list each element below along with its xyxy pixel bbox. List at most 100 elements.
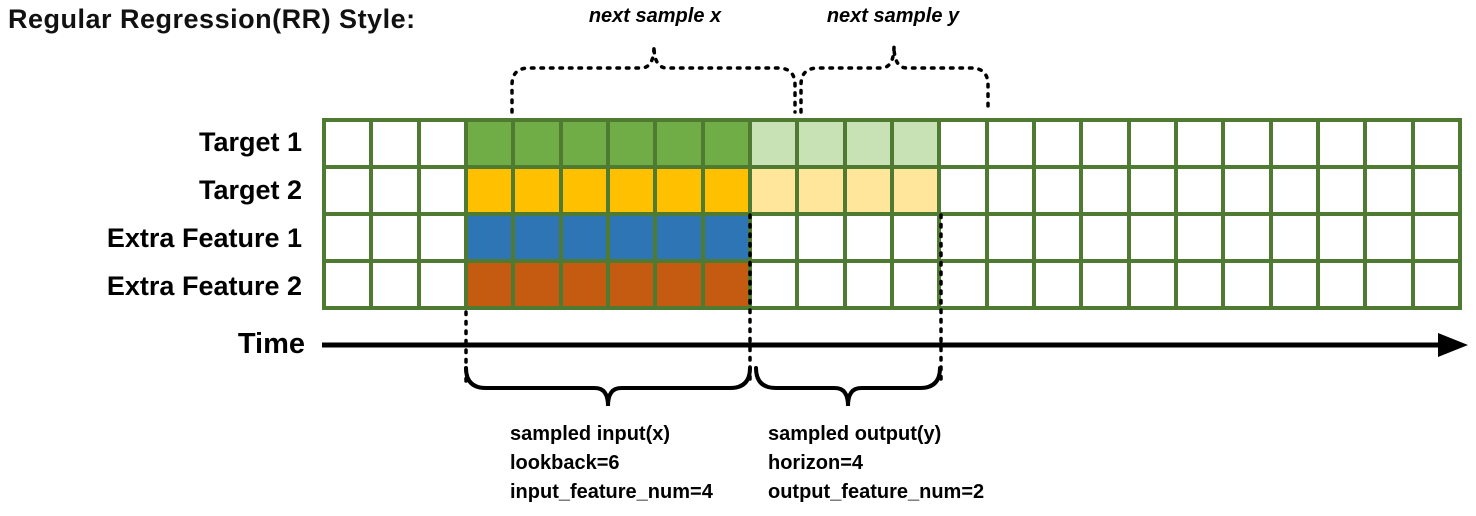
grid-cell: [1130, 263, 1174, 306]
grid-cell: [988, 216, 1032, 259]
grid-cell: [704, 122, 748, 165]
sampled-output-line-3: output_feature_num=2: [768, 481, 985, 503]
grid-cell: [326, 216, 370, 259]
grid-cell: [751, 169, 796, 212]
grid-cell: [1319, 263, 1364, 306]
grid-cell: [420, 263, 464, 306]
grid-cell: [467, 169, 512, 212]
grid-cell: [1083, 263, 1127, 306]
grid-cell: [1083, 216, 1127, 259]
grid-cell: [609, 263, 654, 306]
grid-cell: [515, 216, 559, 259]
grid-cell: [1177, 216, 1222, 259]
grid-cell: [988, 263, 1032, 306]
sampled-output-line-1: sampled output(y): [768, 423, 942, 445]
grid-cell: [799, 122, 843, 165]
grid-cell: [515, 122, 559, 165]
grid-cell: [609, 122, 654, 165]
sampled-input-brace: [464, 366, 752, 407]
grid-cell: [657, 263, 701, 306]
grid-cell: [373, 122, 417, 165]
grid-cell: [1035, 122, 1080, 165]
time-axis-label: Time: [237, 328, 305, 360]
grid-cell: [1225, 169, 1269, 212]
page-title: Regular Regression(RR) Style:: [8, 4, 416, 34]
grid-cell: [1319, 122, 1364, 165]
row-label-extra-feature-2: Extra Feature 2: [106, 270, 302, 301]
grid-cell: [562, 216, 606, 259]
grid-cell: [799, 169, 843, 212]
grid-cell: [941, 169, 985, 212]
grid-cell: [1035, 216, 1080, 259]
grid-cell: [893, 122, 938, 165]
grid-cell: [373, 216, 417, 259]
grid-cell: [609, 216, 654, 259]
grid-cell: [420, 216, 464, 259]
grid-cell: [373, 169, 417, 212]
next-sample-y-label: next sample y: [826, 5, 960, 27]
grid-cell: [1177, 122, 1222, 165]
grid-cell: [846, 169, 890, 212]
grid-cell: [1225, 122, 1269, 165]
grid-cell: [893, 169, 938, 212]
grid-cell: [467, 216, 512, 259]
grid-cell: [420, 169, 464, 212]
grid-cell: [562, 122, 606, 165]
grid-cell: [562, 169, 606, 212]
grid-cell: [1130, 169, 1174, 212]
grid-cell: [751, 216, 796, 259]
grid-cell: [1414, 216, 1458, 259]
grid-cell: [609, 169, 654, 212]
grid-cell: [846, 263, 890, 306]
grid-cell: [326, 122, 370, 165]
grid-cell: [1225, 263, 1269, 306]
grid-cell: [1272, 216, 1316, 259]
grid-cell: [941, 263, 985, 306]
grid-cell: [1272, 122, 1316, 165]
grid-cell: [1130, 216, 1174, 259]
next-sample-x-label: next sample x: [588, 5, 722, 27]
grid-cell: [515, 263, 559, 306]
grid-cell: [1319, 169, 1364, 212]
sampled-output-annotation: sampled output(y) horizon=4 output_featu…: [768, 420, 984, 507]
sampled-input-line-2: lookback=6: [510, 452, 620, 474]
grid-cell: [1083, 122, 1127, 165]
sampled-output-brace: [754, 366, 942, 407]
grid-cell: [751, 122, 796, 165]
grid-cell: [467, 122, 512, 165]
grid-cell: [1035, 263, 1080, 306]
grid-cell: [326, 263, 370, 306]
row-label-target-2: Target 2: [198, 174, 302, 205]
grid-cell: [467, 263, 512, 306]
row-labels: Target 1 Target 2 Extra Feature 1 Extra …: [0, 118, 312, 310]
grid-cell: [1414, 263, 1458, 306]
grid-cell: [326, 169, 370, 212]
grid-cell: [704, 169, 748, 212]
grid-cell: [988, 122, 1032, 165]
grid-cell: [1272, 263, 1316, 306]
grid-cell: [941, 122, 985, 165]
grid-cell: [1130, 122, 1174, 165]
grid-cell: [420, 122, 464, 165]
row-label-extra-feature-1: Extra Feature 1: [106, 222, 302, 253]
grid-cell: [846, 216, 890, 259]
sampled-output-line-2: horizon=4: [768, 452, 864, 474]
grid-cell: [373, 263, 417, 306]
next-sample-x-brace: [510, 45, 797, 114]
grid-cell: [704, 216, 748, 259]
grid-cell: [1177, 169, 1222, 212]
grid-cell: [1367, 169, 1411, 212]
grid-cell: [1177, 263, 1222, 306]
time-axis-arrow-head: [1438, 333, 1468, 357]
sampled-input-line-1: sampled input(x): [510, 423, 671, 445]
timeseries-grid: [322, 118, 1462, 310]
grid-cell: [1367, 216, 1411, 259]
grid-cell: [1225, 216, 1269, 259]
grid-cell: [799, 263, 843, 306]
grid-cell: [893, 216, 938, 259]
grid-cell: [1367, 122, 1411, 165]
grid-cell: [1272, 169, 1316, 212]
grid-cell: [1414, 169, 1458, 212]
grid-cell: [1035, 169, 1080, 212]
